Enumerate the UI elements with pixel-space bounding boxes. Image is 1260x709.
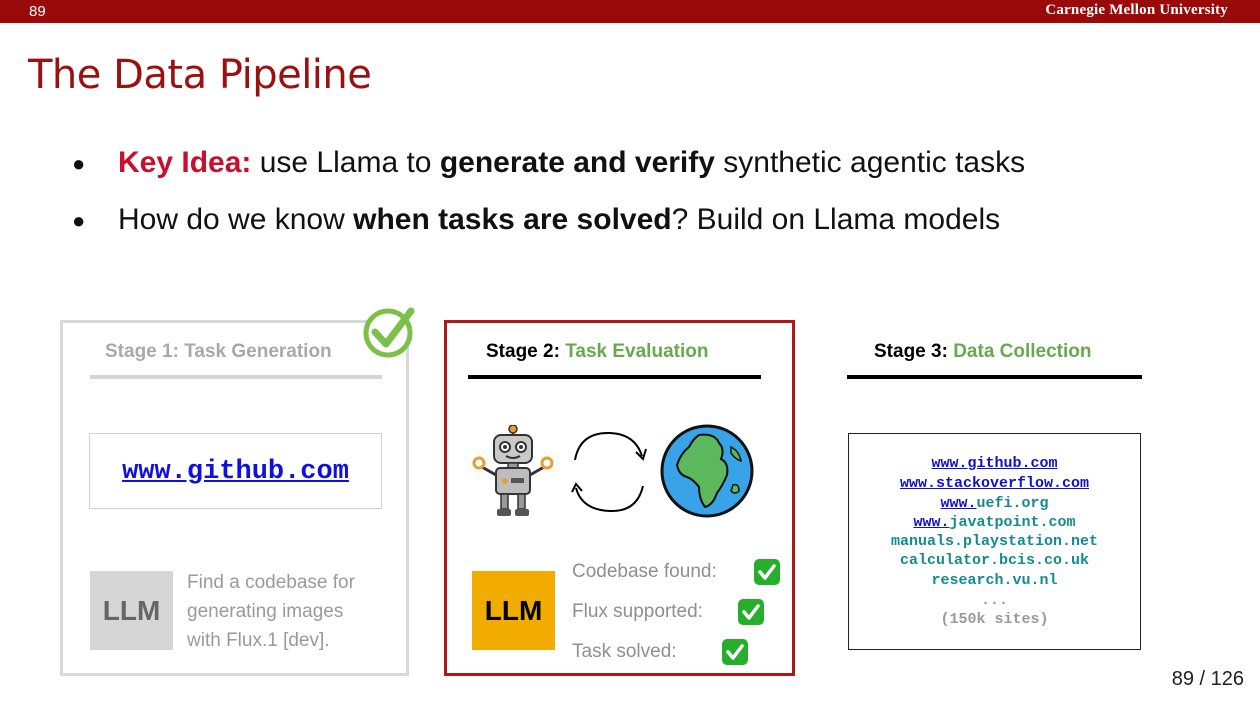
check-icon [722,639,748,665]
stage2-heading-suffix: Task Evaluation [565,341,709,362]
site-item[interactable]: www.javatpoint.com [849,513,1140,533]
stage2-heading-prefix: Stage 2: [486,341,566,362]
site-link-prefix[interactable]: www. [913,514,950,531]
bullet-bold: generate and verify [439,146,715,179]
eval-row-codebase: Codebase found: [572,561,717,582]
site-link-prefix[interactable]: www. [940,495,977,512]
prompt-line: generating images [187,601,344,622]
page-number: 89 / 126 [1171,668,1244,690]
site-item: research.vu.nl [931,572,1058,589]
site-item[interactable]: www.github.com [849,454,1140,474]
eval-row-solved: Task solved: [572,641,677,662]
site-item[interactable]: www.stackoverflow.com [849,474,1140,494]
bullet-dot: ● [72,151,86,176]
stage2-card [444,320,795,676]
bullet-dot: ● [72,208,86,233]
key-idea-label: Key Idea: [118,146,252,179]
bullet-item: ● How do we know when tasks are solved? … [72,203,1025,260]
robot-icon [472,425,554,516]
check-circle-icon [363,307,415,358]
globe-icon [660,424,754,518]
bullet-text: synthetic agentic tasks [714,146,1026,179]
prompt-line: with Flux.1 [dev]. [187,630,330,651]
bullet-list: ● Key Idea: use Llama to generate and ve… [72,146,1025,260]
site-domain: uefi.org [976,495,1049,512]
stage3-heading: Stage 3: Data Collection [874,341,1092,363]
site-item: manuals.playstation.net [890,533,1099,550]
stage2-heading: Stage 2: Task Evaluation [486,341,708,363]
stage3-divider [847,375,1142,379]
task-prompt: Find a codebase for generating images wi… [187,568,355,655]
site-ellipsis: ... [980,592,1008,609]
site-list: www.github.com www.stackoverflow.com www… [848,433,1141,650]
site-item: calculator.bcis.co.uk [899,552,1090,569]
stage3-heading-suffix: Data Collection [953,341,1092,362]
slide-number: 89 [29,3,46,20]
cycle-arrows-icon [571,431,647,513]
check-icon [738,599,764,625]
stage3-heading-prefix: Stage 3: [874,341,954,362]
bullet-text: How do we know [118,203,354,236]
llm-badge: LLM [472,571,555,650]
site-link[interactable]: www.github.com [931,455,1058,472]
bullet-text: ? Build on Llama models [671,203,1001,236]
bullet-item: ● Key Idea: use Llama to generate and ve… [72,146,1025,203]
check-icon [754,559,780,585]
prompt-line: Find a codebase for [187,572,355,593]
bullet-text: use Llama to [251,146,440,179]
stage1-heading: Stage 1: Task Generation [105,341,332,362]
site-count: (150k sites) [940,611,1049,628]
url-link[interactable]: www.github.com [122,457,349,487]
stage2-divider [468,375,761,379]
llm-badge: LLM [90,571,173,650]
stage1-card [60,320,409,676]
eval-row-flux: Flux supported: [572,601,703,622]
slide-title: The Data Pipeline [28,52,372,98]
url-box: www.github.com [89,433,382,509]
top-bar: 89 Carnegie Mellon University [0,0,1260,23]
site-item[interactable]: www.uefi.org [849,494,1140,514]
stage1-divider [90,375,382,379]
bullet-bold: when tasks are solved [353,203,672,236]
site-link[interactable]: www.stackoverflow.com [899,475,1090,492]
institution-logo: Carnegie Mellon University [1045,2,1228,18]
site-domain: javatpoint.com [949,514,1076,531]
